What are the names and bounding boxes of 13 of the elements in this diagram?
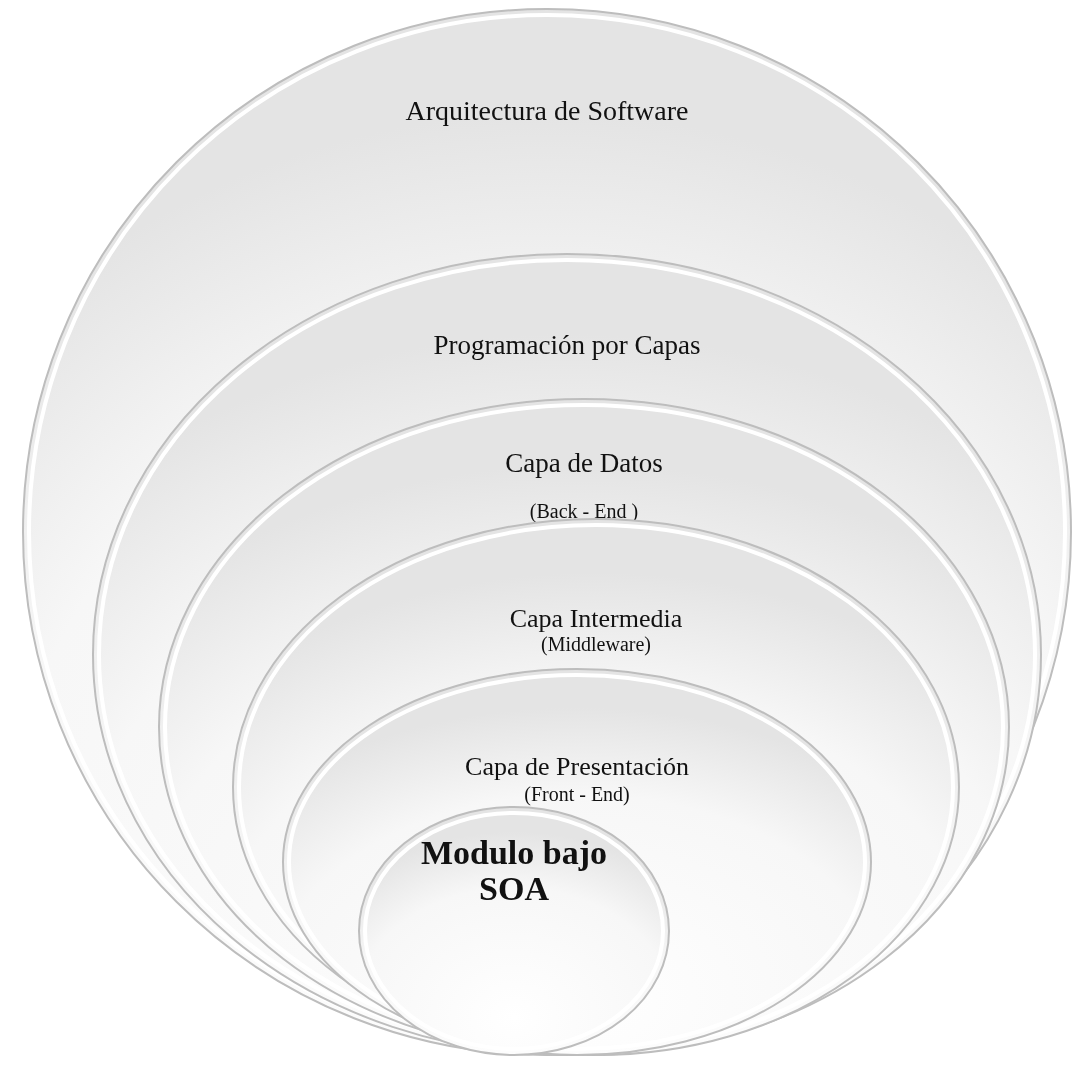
layer-title: Programación por Capas — [432, 330, 702, 361]
layer-ellipse — [92, 253, 1042, 1056]
layer-ellipse — [358, 806, 670, 1056]
layer-ellipse — [22, 8, 1072, 1056]
layer-subtitle: (Middleware) — [540, 633, 652, 656]
layer-ellipse — [158, 398, 1010, 1056]
layer-title: Arquitectura de Software — [404, 95, 690, 127]
layer-title: Capa Intermedia — [508, 604, 684, 634]
layer-title: Capa de Presentación — [464, 752, 690, 782]
layer-subtitle: (Front - End) — [523, 783, 631, 806]
layer-title: Modulo bajo SOA — [419, 835, 609, 907]
layer-title: Capa de Datos — [504, 448, 664, 479]
layer-ellipse — [282, 668, 872, 1056]
